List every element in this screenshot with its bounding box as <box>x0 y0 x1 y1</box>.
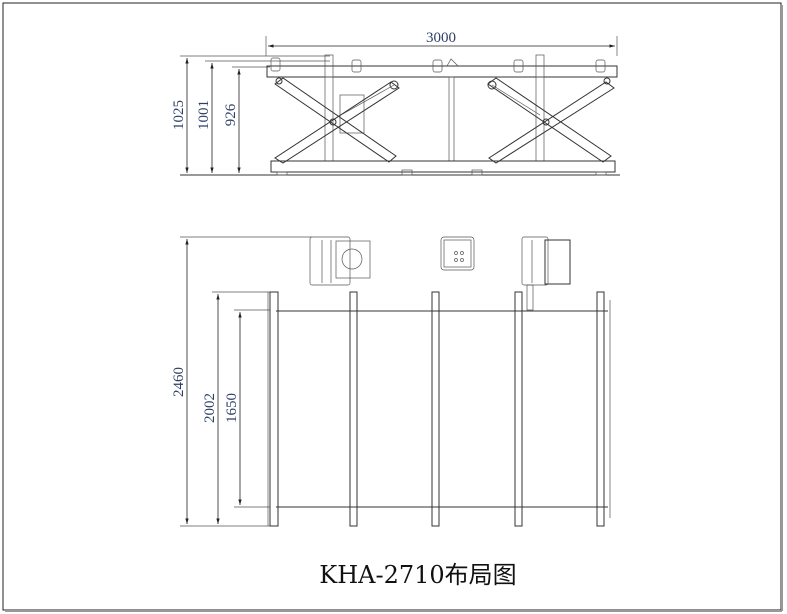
frame-depth-label: 2002 <box>202 393 218 423</box>
control-box-middle <box>440 236 475 271</box>
platform-depth-label: 1650 <box>224 393 240 423</box>
plan-view: 2460 2002 1650 <box>171 236 611 527</box>
height-platform-label: 926 <box>223 103 239 126</box>
height-total-label: 1025 <box>171 100 187 130</box>
drawing-title: KHA-2710布局图 <box>319 561 516 589</box>
cross-beams <box>269 291 605 527</box>
base-frame <box>270 160 616 173</box>
overall-depth-label: 2460 <box>171 367 187 397</box>
control-unit-left <box>309 236 371 286</box>
control-unit-right <box>521 236 571 311</box>
scissor-arm-left <box>274 77 400 164</box>
scissor-arm-right <box>487 77 615 164</box>
height-mid-label: 1001 <box>196 100 212 130</box>
length-dimension-label: 3000 <box>426 30 456 46</box>
elevation-view: 3000 1025 1001 926 <box>171 30 620 176</box>
